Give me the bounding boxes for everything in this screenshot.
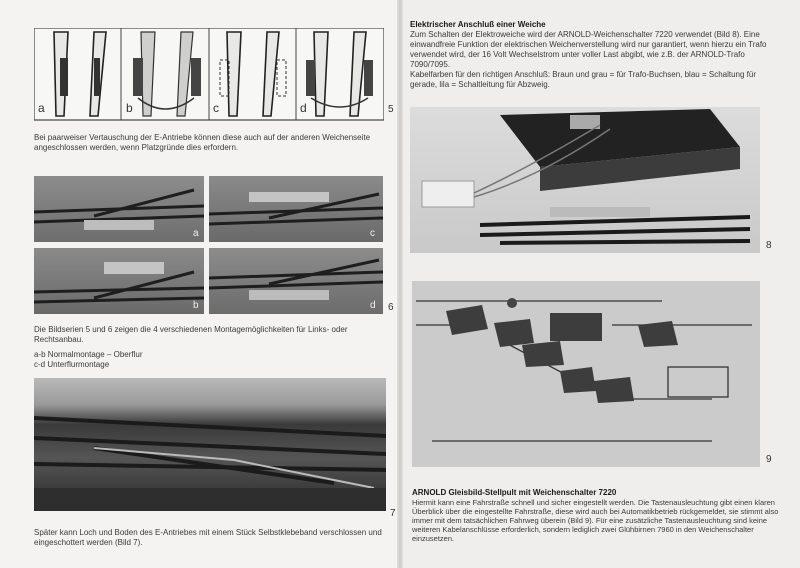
list-item-normal-mount: a-b Normalmontage – Oberflur: [34, 350, 143, 359]
figure-5-drawings: [34, 28, 384, 121]
fig5-label-b: b: [126, 101, 133, 115]
paragraph-control-panel: Hiermit kann eine Fahrstraße schnell und…: [412, 498, 779, 543]
figure-6-number: 6: [388, 302, 394, 313]
fig6-label-c: c: [370, 228, 375, 239]
paragraph-switch-usage: Zum Schalten der Elektroweiche wird der …: [410, 30, 767, 69]
paragraph-cable-colors: Kabelfarben für den richtigen Anschluß: …: [410, 70, 756, 89]
list-item-underfloor-mount: c-d Unterflurmontage: [34, 360, 110, 369]
fig6-label-a: a: [193, 228, 199, 239]
fig5-label-c: c: [213, 101, 219, 115]
fig5-label-d: d: [300, 101, 307, 115]
fig6-label-d: d: [370, 300, 376, 311]
paragraph-pair-swap: Bei paarweiser Vertauschung der E-Antrie…: [34, 133, 371, 152]
page-gutter: [397, 0, 403, 568]
heading-control-panel: ARNOLD Gleisbild-Stellpult mit Weichensc…: [412, 488, 617, 497]
figure-9-photo: [412, 281, 760, 467]
figure-6a-photo: [34, 176, 204, 242]
fig5-label-a: a: [38, 101, 45, 115]
figure-8-photo: [410, 107, 760, 253]
figure-5-number: 5: [388, 104, 394, 115]
figure-7-photo: [34, 378, 386, 511]
figure-6d-photo: [209, 248, 383, 314]
paragraph-series-description: Die Bildserien 5 und 6 zeigen die 4 vers…: [34, 325, 348, 344]
figure-8-number: 8: [766, 240, 772, 251]
heading-electrical-connection: Elektrischer Anschluß einer Weiche: [410, 20, 546, 29]
figure-9-number: 9: [766, 454, 772, 465]
fig6-label-b: b: [193, 300, 199, 311]
figure-6c-photo: [209, 176, 383, 242]
paragraph-seal-hole: Später kann Loch und Boden des E-Antrieb…: [34, 528, 382, 547]
figure-6b-photo: [34, 248, 204, 314]
figure-7-number: 7: [390, 508, 396, 519]
